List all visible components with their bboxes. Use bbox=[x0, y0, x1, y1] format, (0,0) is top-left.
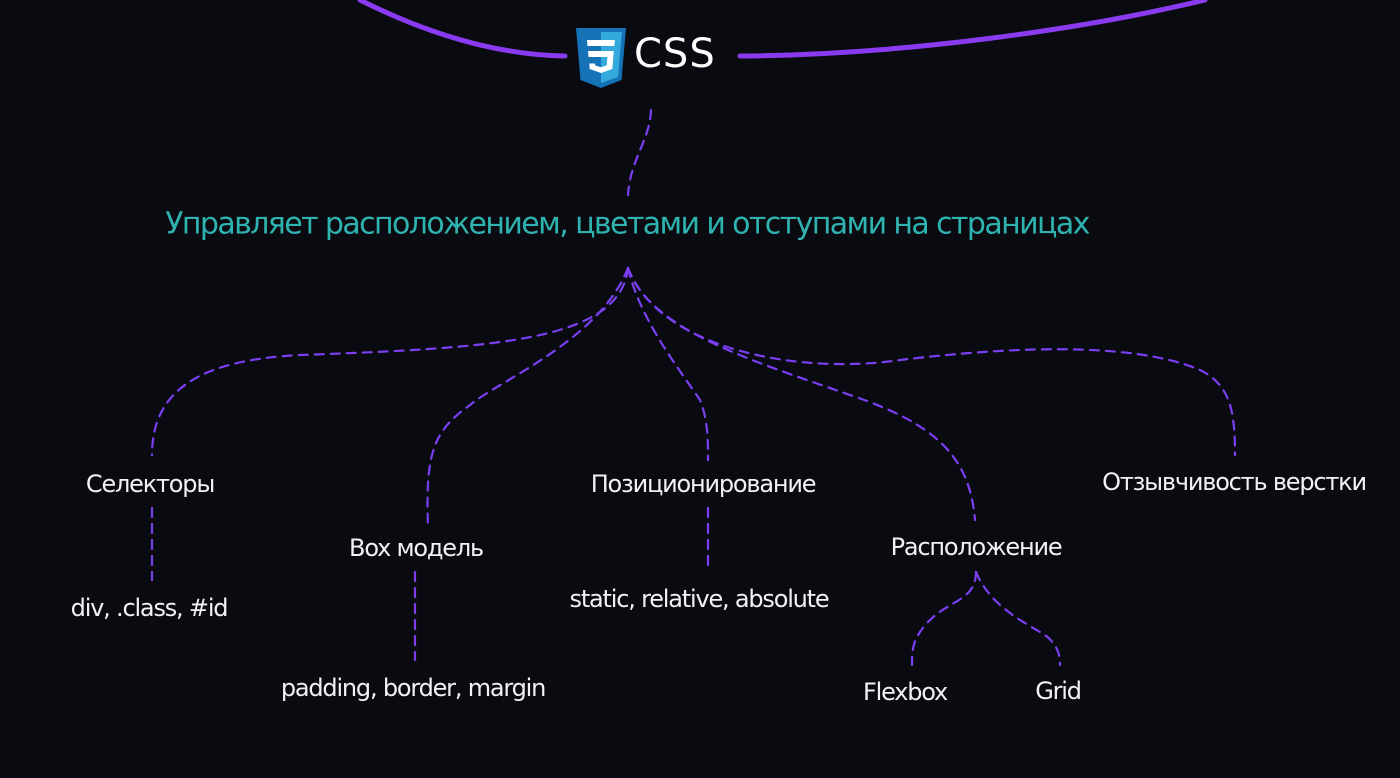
connector-css-to-subtitle bbox=[626, 108, 653, 197]
node-selectors: Селекторы bbox=[85, 470, 215, 498]
css-title: CSS bbox=[634, 31, 716, 77]
node-layout-flexbox: Flexbox bbox=[862, 678, 948, 706]
node-selectors-example: div, .class, #id bbox=[70, 594, 229, 622]
connector-to-box-model bbox=[426, 266, 630, 527]
node-box-model: Box модель bbox=[349, 534, 484, 562]
connector-to-positioning bbox=[626, 266, 710, 462]
top-curve-left bbox=[357, 0, 568, 59]
node-positioning-example: static, relative, absolute bbox=[569, 585, 830, 613]
connector-to-selectors bbox=[150, 266, 630, 457]
node-responsive: Отзывчивость верстки bbox=[1102, 468, 1367, 496]
connector-to-responsive bbox=[626, 266, 1237, 457]
node-layout: Расположение bbox=[890, 533, 1063, 561]
node-box-model-example: padding, border, margin bbox=[280, 674, 547, 702]
top-curve-right bbox=[737, 0, 1208, 59]
connector-to-layout bbox=[626, 266, 977, 522]
diagram-subtitle: Управляет расположением, цветами и отсту… bbox=[165, 206, 1090, 242]
css3-logo-icon bbox=[576, 28, 626, 88]
connector-layout-to-flexbox bbox=[910, 570, 978, 667]
node-positioning: Позиционирование bbox=[590, 470, 817, 498]
node-layout-grid: Grid bbox=[1035, 677, 1082, 705]
connector-layout-to-grid bbox=[974, 570, 1062, 667]
